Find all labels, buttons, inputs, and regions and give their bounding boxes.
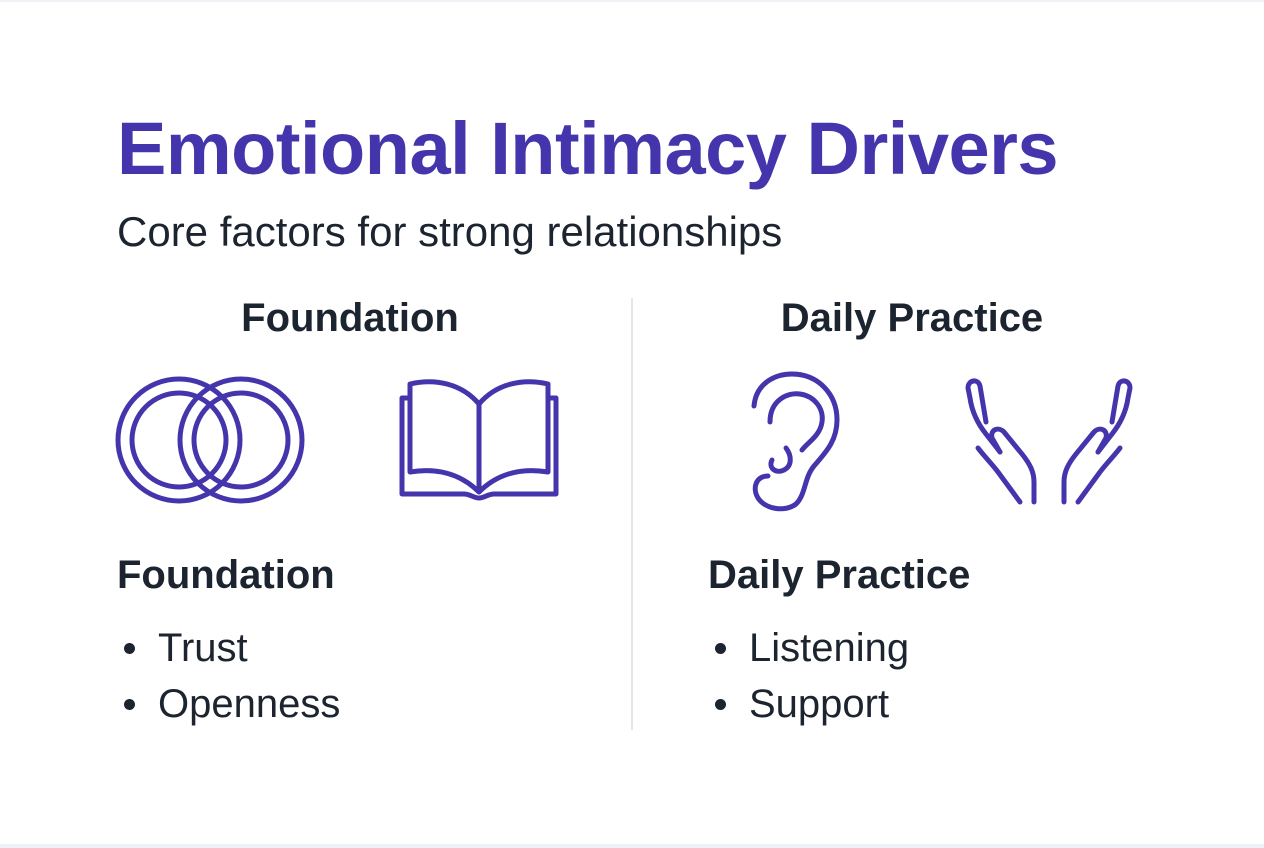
interlocking-rings-icon: [115, 376, 305, 504]
list-item-label: Listening: [749, 626, 910, 670]
list-item-label: Support: [749, 682, 890, 726]
page-title: Emotional Intimacy Drivers: [117, 107, 1059, 190]
bullet-dot: [124, 643, 135, 654]
list-item-label: Trust: [158, 626, 248, 670]
foundation-column-heading: Foundation: [241, 296, 459, 340]
open-hands-icon: [965, 378, 1133, 505]
list-item: Trust: [117, 624, 340, 680]
list-item: Listening: [708, 624, 909, 680]
list-item-label: Openness: [158, 682, 341, 726]
list-item: Openness: [117, 680, 340, 736]
list-item: Support: [708, 680, 909, 736]
daily-practice-column-heading: Daily Practice: [780, 296, 1044, 340]
daily-practice-list: Listening Support: [708, 624, 909, 736]
foundation-subheading: Foundation: [117, 553, 335, 597]
daily-practice-subheading: Daily Practice: [708, 553, 971, 597]
column-divider: [631, 298, 633, 730]
bullet-dot: [124, 699, 135, 710]
page-subtitle: Core factors for strong relationships: [117, 208, 783, 255]
ear-icon: [751, 371, 840, 512]
bullet-dot: [715, 643, 726, 654]
bullet-dot: [715, 699, 726, 710]
open-book-icon: [399, 379, 559, 501]
foundation-list: Trust Openness: [117, 624, 340, 736]
